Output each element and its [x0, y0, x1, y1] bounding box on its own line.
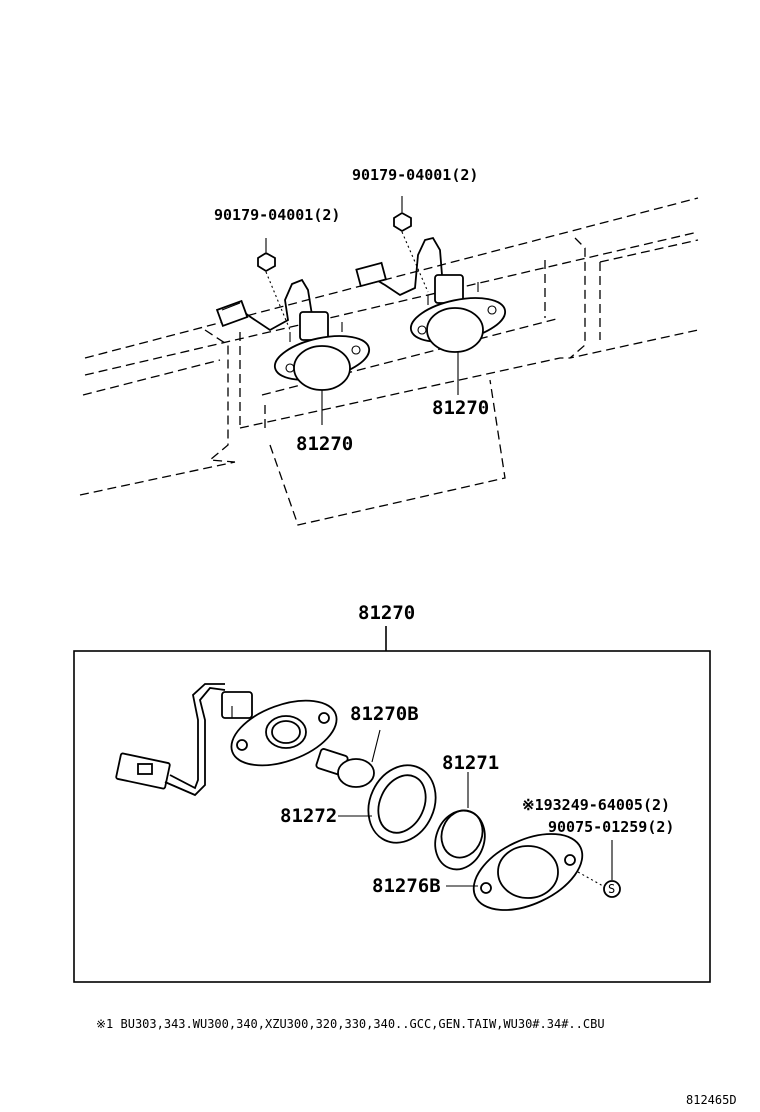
- lens: [434, 772, 486, 871]
- callout-bulb: 81270B: [350, 703, 419, 725]
- bulb: [315, 729, 381, 788]
- nut-right: [393, 196, 429, 293]
- screw-symbol: S: [608, 882, 615, 896]
- lamp-housing: [221, 691, 338, 767]
- callout-nut-left: 90179-04001(2): [214, 206, 340, 224]
- gasket: [338, 764, 437, 844]
- callout-lamp-left: 81270: [296, 433, 353, 455]
- cover: [446, 833, 584, 911]
- callout-nut-right: 90179-04001(2): [352, 166, 478, 184]
- callout-lens: 81271: [442, 752, 499, 774]
- rear-bumper-outline: [79, 197, 699, 526]
- callout-screw-a: ※193249-64005(2): [522, 796, 670, 814]
- callout-cover: 81276B: [372, 875, 441, 897]
- callout-screw-b: 90075-01259(2): [548, 818, 674, 836]
- assembly-frame: [73, 650, 711, 983]
- drawing-number: 812465D: [686, 1093, 737, 1107]
- callout-gasket: 81272: [280, 805, 337, 827]
- license-lamp-left: [215, 278, 371, 425]
- callout-lamp-right: 81270: [432, 397, 489, 419]
- callout-assembly: 81270: [358, 602, 415, 624]
- footnote: ※1 BU303,343.WU300,340,XZU300,320,330,34…: [96, 1017, 605, 1031]
- nut-left: [257, 238, 291, 331]
- screw: S: [577, 840, 621, 898]
- license-lamp-right: [355, 236, 507, 395]
- wire-harness: [115, 683, 226, 797]
